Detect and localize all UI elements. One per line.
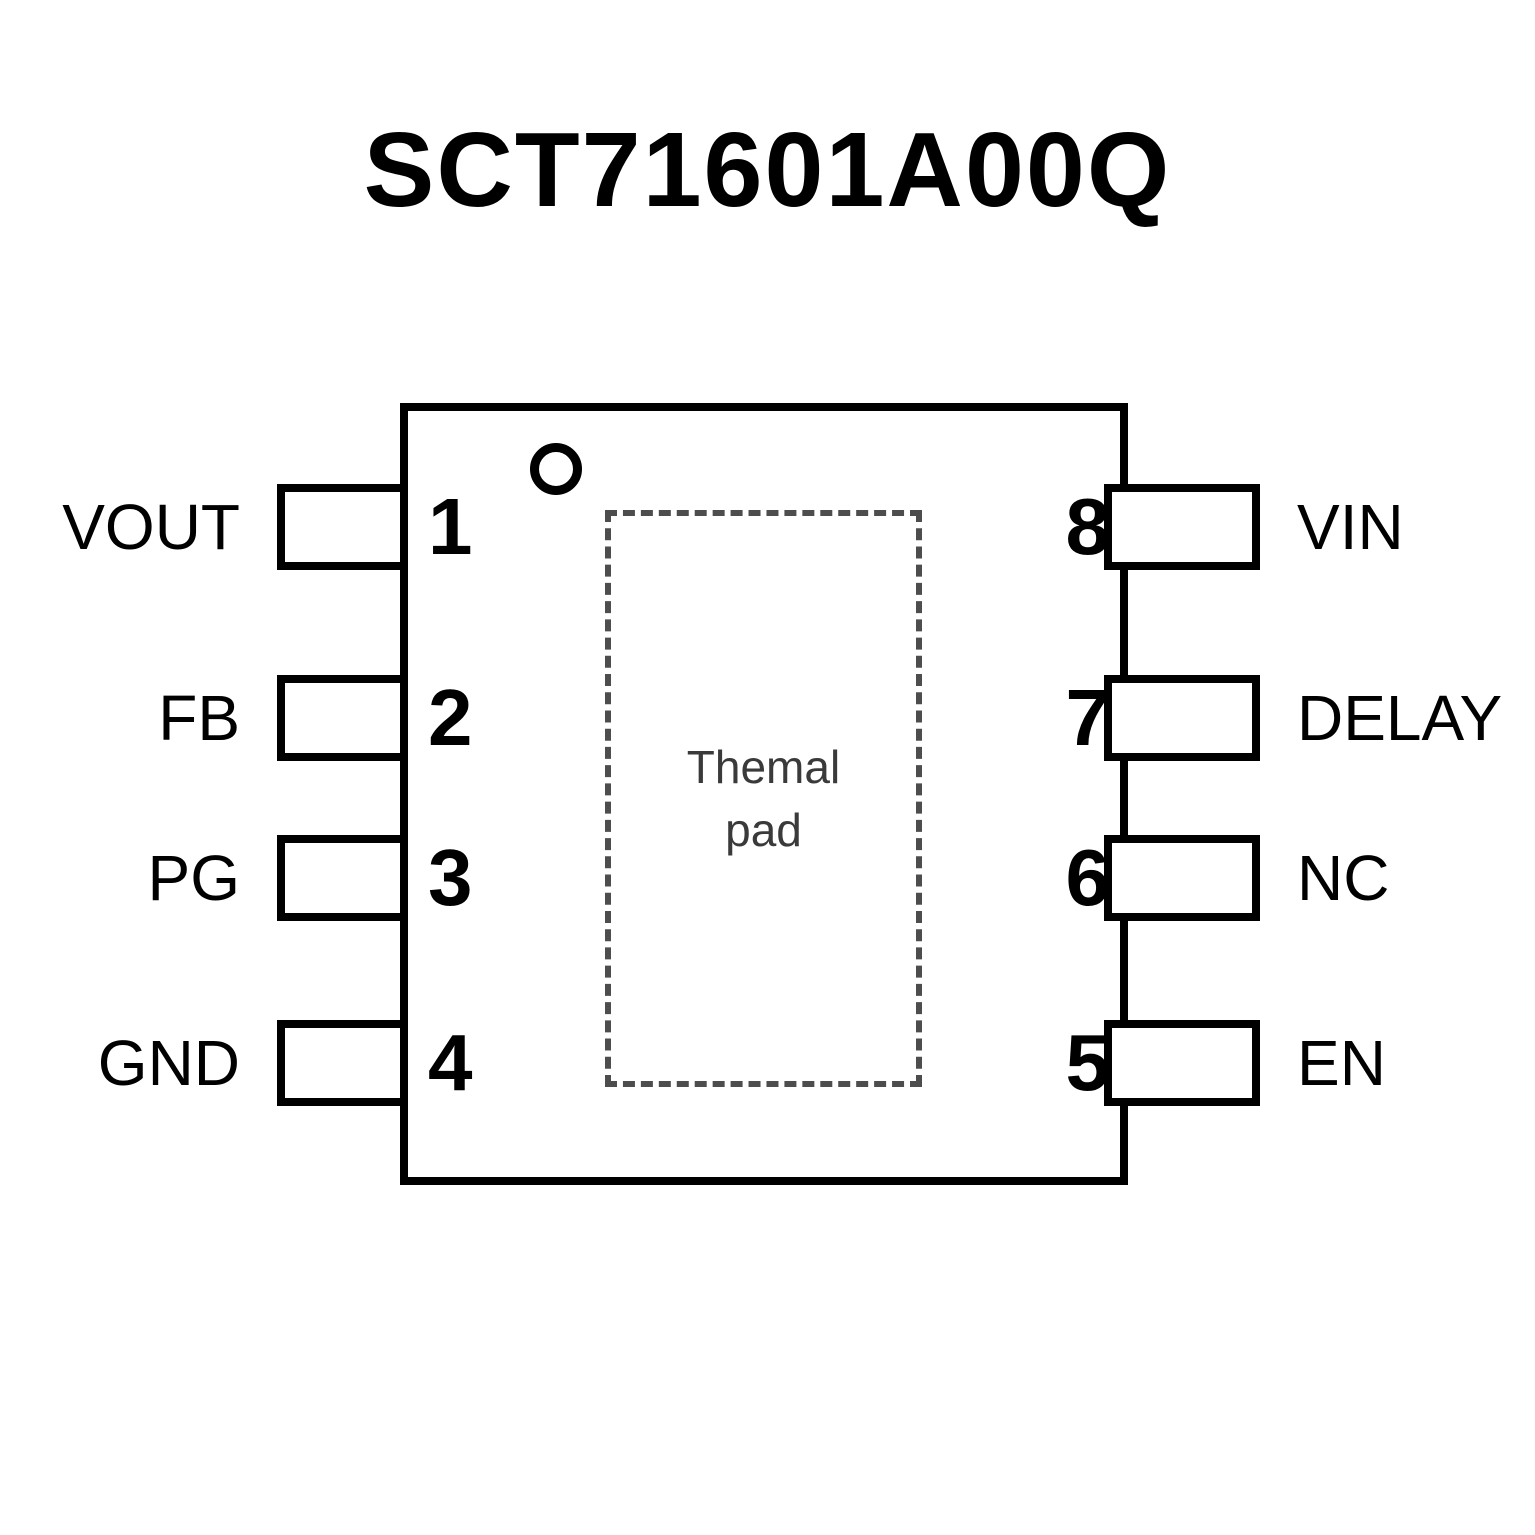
pin-number-1: 1 — [428, 482, 473, 571]
pin-label-nc: NC — [1297, 842, 1390, 914]
pin-label-en: EN — [1297, 1027, 1386, 1099]
pin-stub-6 — [1104, 835, 1260, 921]
pin-label-vout: VOUT — [62, 491, 240, 563]
pin-number-5: 5 — [1065, 1018, 1111, 1107]
pin-stub-8 — [1104, 484, 1260, 570]
pin-stub-1 — [277, 484, 408, 570]
pin-label-pg: PG — [147, 842, 240, 914]
page-title: SCT71601A00Q — [363, 111, 1172, 229]
pin-label-fb: FB — [158, 682, 240, 754]
pin-label-gnd: GND — [97, 1027, 240, 1099]
pin-number-7: 7 — [1065, 673, 1111, 762]
pin-number-2: 2 — [428, 673, 473, 762]
thermal-pad-label-line2: pad — [725, 803, 802, 856]
pin-stub-2 — [277, 675, 408, 761]
pin-stub-3 — [277, 835, 408, 921]
pin1-indicator-icon — [530, 443, 582, 495]
pin-number-4: 4 — [428, 1018, 473, 1107]
pin-number-6: 6 — [1065, 833, 1111, 922]
pin-stub-4 — [277, 1020, 408, 1106]
pin-stub-5 — [1104, 1020, 1260, 1106]
pin-number-3: 3 — [428, 833, 473, 922]
pin-label-delay: DELAY — [1297, 682, 1503, 754]
pin-number-8: 8 — [1065, 482, 1111, 571]
pin-label-vin: VIN — [1297, 491, 1404, 563]
thermal-pad-label-line1: Themal — [686, 740, 841, 793]
thermal-pad: Themal pad — [605, 510, 922, 1087]
pin-stub-7 — [1104, 675, 1260, 761]
